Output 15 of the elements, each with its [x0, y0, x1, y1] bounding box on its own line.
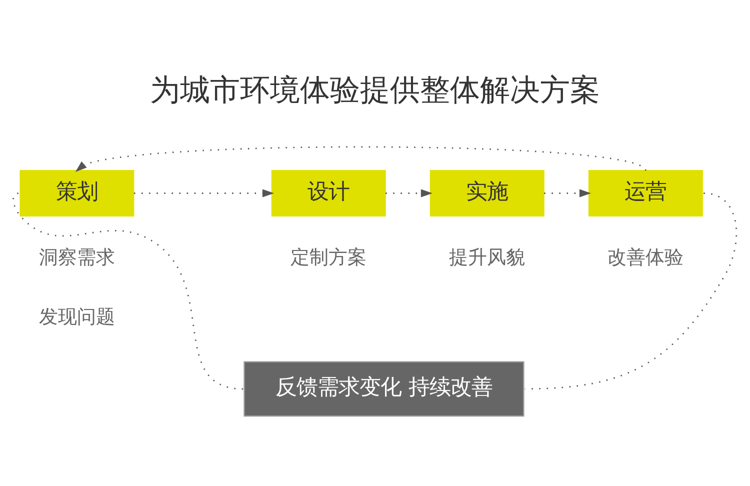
node-box: 策划: [20, 169, 134, 216]
node-label: 提升风貌: [449, 246, 526, 268]
arrow: [134, 188, 274, 197]
node-box: 实施: [430, 169, 544, 216]
node-box: 设计: [271, 169, 386, 216]
diagram-title: 为城市环境体验提供整体解决方案: [150, 72, 600, 108]
node-label: 发现问题: [38, 305, 115, 328]
node-label: 洞察需求: [38, 246, 115, 268]
arrow: [75, 146, 646, 172]
node-label: 定制方案: [290, 246, 367, 268]
arrow: [386, 188, 432, 197]
node-label: 改善体验: [608, 246, 684, 268]
node-box: 反馈需求变化 持续改善: [244, 360, 524, 416]
arrow: [544, 188, 592, 197]
node-box: 运营: [588, 169, 703, 216]
